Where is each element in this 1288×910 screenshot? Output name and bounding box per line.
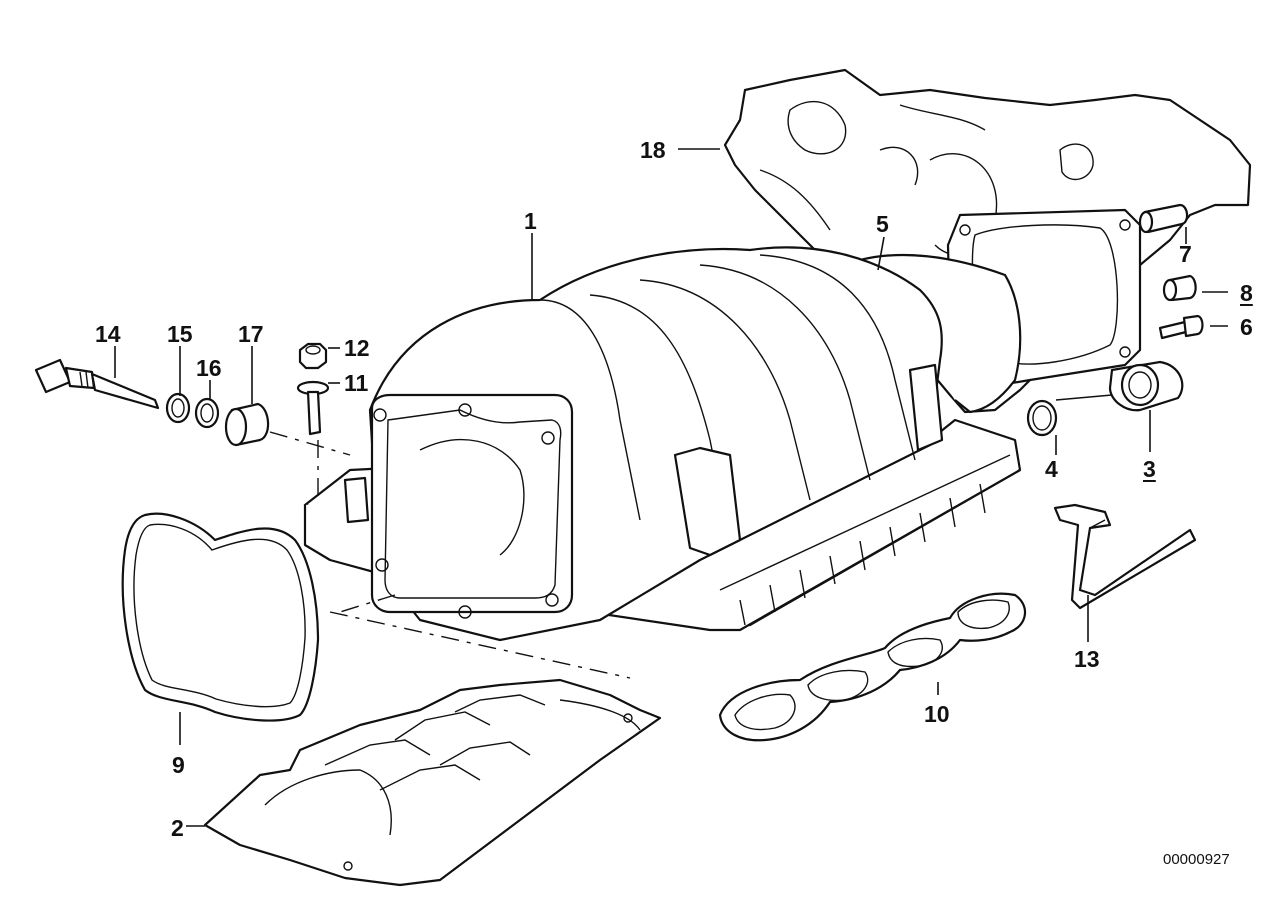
- callout-15: 15: [167, 321, 193, 347]
- sleeve-part-7: [1138, 203, 1189, 234]
- bolt-part-6: [1158, 314, 1204, 340]
- diagram-code: 00000927: [1163, 851, 1230, 868]
- gasket-part-10: [718, 592, 1026, 742]
- callout-7: 7: [1179, 241, 1192, 267]
- callout-1: 1: [524, 208, 537, 234]
- callout-4: 4: [1045, 456, 1058, 482]
- callout-12: 12: [344, 335, 370, 361]
- stud-part-11: [296, 380, 330, 436]
- bracket-part-13: [1053, 503, 1197, 610]
- callout-17: 17: [238, 321, 264, 347]
- callout-14: 14: [95, 321, 121, 347]
- callout-5: 5: [876, 211, 889, 237]
- leader-lines: [114, 148, 1228, 827]
- sleeve-part-17: [224, 402, 270, 447]
- temperature-sensor-part-14: [34, 358, 160, 410]
- seal-ring-part-15: [165, 392, 191, 424]
- callout-10: 10: [924, 701, 950, 727]
- callout-11: 11: [344, 370, 369, 396]
- callout-3: 3: [1143, 456, 1156, 482]
- callout-16: 16: [196, 355, 222, 381]
- callout-13: 13: [1074, 646, 1100, 672]
- seal-ring-part-16: [194, 397, 220, 429]
- gasket-part-9: [121, 512, 320, 722]
- cover-part-2: [203, 678, 662, 887]
- callout-8: 8: [1240, 280, 1253, 306]
- callout-2: 2: [171, 815, 184, 841]
- callout-9: 9: [172, 752, 185, 778]
- connector-part-3: [1108, 360, 1184, 412]
- o-ring-part-4: [1026, 399, 1058, 437]
- intake-manifold-part-1: [303, 246, 1022, 642]
- sleeve-part-8: [1162, 274, 1197, 302]
- callout-18: 18: [640, 137, 666, 163]
- callout-6: 6: [1240, 314, 1253, 340]
- nut-part-12: [298, 342, 328, 370]
